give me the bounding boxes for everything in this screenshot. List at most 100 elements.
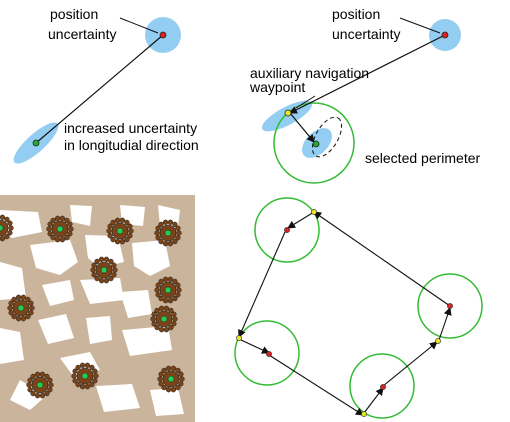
tree-canopy-lobe [44,390,50,397]
path-segment [438,307,452,341]
tree-canopy-lobe [29,305,35,311]
tree-canopy-lobe [89,381,95,388]
tree-canopy-lobe [175,235,181,241]
tree-canopy-lobe [158,238,164,245]
tree-position-dot [380,384,386,390]
tree-canopy-lobe [175,384,181,391]
path-segment [287,211,315,229]
tree-canopy-lobe [59,215,66,221]
tree-canopy-lobe [178,381,184,387]
tree-canopy-lobe [151,311,157,317]
tree-position-dot [284,227,290,233]
tree-canopy-lobe [172,221,178,228]
tree-canopy-lobe [47,231,53,237]
panel-b-auxiliary-waypoint: position uncertainty auxiliary navigatio… [249,6,481,184]
tree-canopy-lobe [171,321,177,327]
tree-canopy-lobe [154,307,160,314]
tree-canopy-lobe [114,239,121,245]
tree-canopy-lobe [107,233,113,239]
tree-icon [26,371,54,399]
tree-canopy-lobe [91,262,97,268]
obstacle [132,240,170,276]
tree-canopy-lobe [8,225,14,231]
tree-trunk [164,286,172,294]
tree-canopy-lobe [11,296,17,303]
tree-canopy-lobe [176,287,182,293]
waypoint-dot [236,335,242,341]
obstacle [38,314,74,344]
trajectory-line [35,34,164,144]
tree-canopy-lobe [71,373,77,379]
selected-perimeter-circle [273,102,355,184]
position-dot-start [159,31,167,39]
obstacle [0,328,24,364]
tree-icon [150,305,178,333]
tree-canopy-lobe [7,220,13,226]
tree-canopy-lobe [25,313,31,320]
tree-canopy-lobe [47,221,53,227]
tree-canopy-lobe [175,225,181,231]
obstacle [85,235,124,268]
tree-canopy-lobe [75,381,81,388]
path-segment [238,231,286,338]
tree-canopy-lobe [93,373,99,379]
tree-canopy-lobe [26,382,32,388]
tree-canopy-lobe [47,387,53,393]
obstacle [42,280,74,306]
tree-canopy-lobe [172,238,178,245]
tree-canopy-lobe [165,365,172,371]
tree-canopy-lobe [34,371,41,377]
waypoint-dot [284,109,292,117]
tree-canopy-lobe [50,217,56,224]
tree-canopy-lobe [158,295,164,302]
tree-canopy-lobe [155,235,161,241]
path-segment [363,387,384,414]
tree-canopy-lobe [59,237,66,243]
tree-canopy-lobe [94,258,100,265]
tree-canopy-lobe [154,230,160,236]
tree-canopy-lobe [8,310,14,316]
tree-canopy-lobe [154,287,160,293]
tree-canopy-lobe [163,305,170,311]
tree-canopy-lobe [28,310,34,316]
tree-canopy-lobe [167,298,174,304]
tree-canopy-lobe [165,387,172,393]
tree-icon [46,215,74,243]
tree-canopy-lobe [92,368,98,374]
tree-canopy-lobe [108,258,114,265]
tree-canopy-lobe [158,278,164,285]
tree-canopy-lobe [150,316,156,322]
tree-trunk [167,375,175,383]
tree-canopy-lobe [162,219,169,225]
obstacle [0,262,26,300]
tree-canopy-lobe [92,378,98,384]
tree-position-dot [447,303,453,309]
path-segment [268,354,364,416]
tree-canopy-lobe [176,230,182,236]
tree-canopy-lobe [48,382,54,388]
obstacle [120,290,152,318]
tree-canopy-lobe [67,221,73,227]
tree-canopy-lobe [11,313,17,320]
tree-canopy-lobe [103,256,110,262]
tree-canopy-lobe [44,373,50,380]
tree-icon [157,365,185,393]
tree-canopy-lobe [124,236,130,243]
obstacle [96,384,140,412]
tree-trunk [160,315,168,323]
tree-canopy-lobe [175,292,181,298]
tree-icon [106,217,134,245]
tree-canopy-lobe [127,223,133,229]
map-trees [0,214,185,399]
tree-icon [154,276,182,304]
tree-canopy-lobe [27,377,33,383]
tree-trunk [36,381,44,389]
tree-canopy-lobe [89,364,95,371]
tree-canopy-lobe [124,219,130,226]
obstacle [86,316,112,344]
tree-canopy-lobe [46,226,52,232]
path-segment [313,211,451,307]
tree-icon [154,219,182,247]
aux-leader-line [295,95,316,109]
tree-canopy-lobe [39,393,46,399]
